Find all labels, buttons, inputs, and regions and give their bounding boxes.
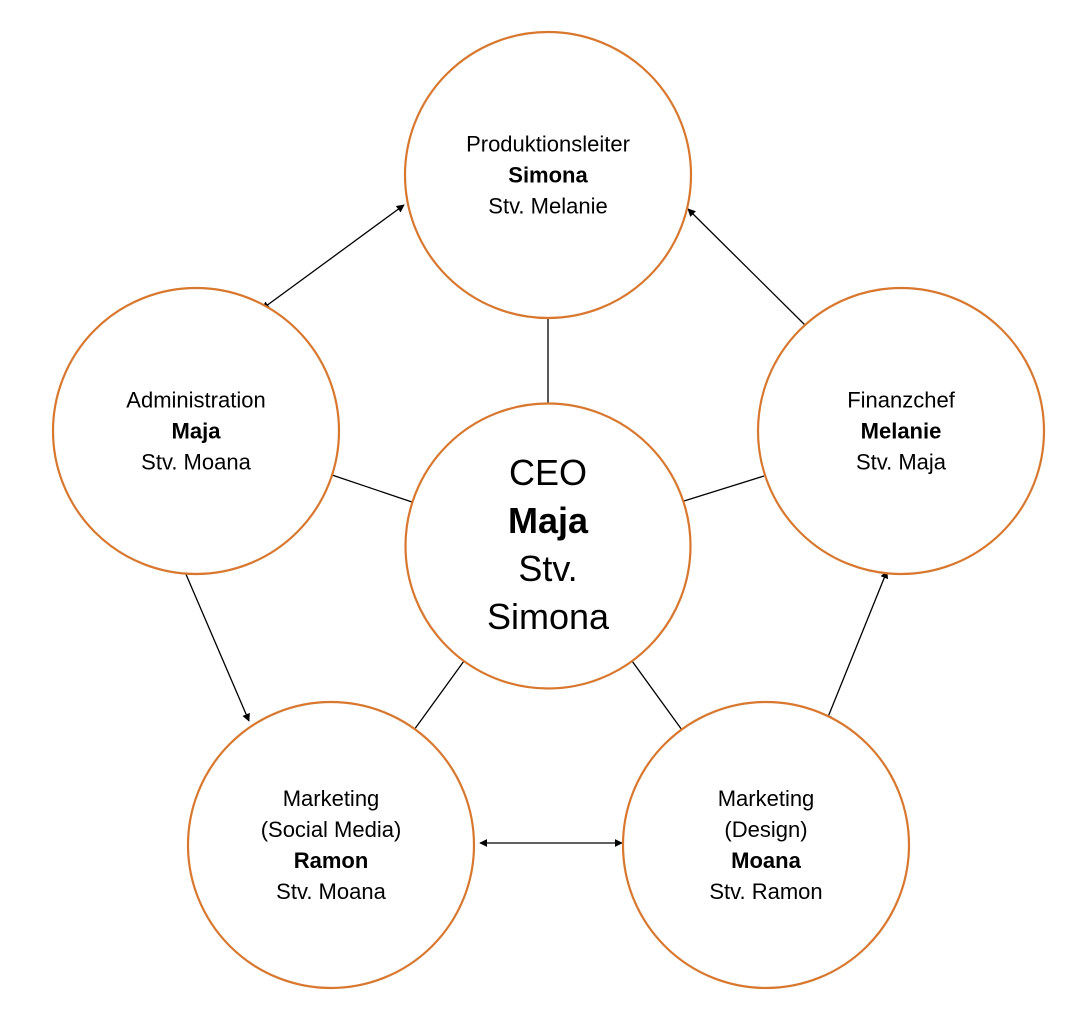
- node-name: Simona: [508, 162, 588, 188]
- node-name: Ramon: [293, 848, 369, 873]
- node-production: Produktionsleiter Simona Stv. Melanie: [466, 129, 630, 222]
- node-finance: Finanzchef Melanie Stv. Maja: [847, 385, 955, 478]
- node-circle-ceo: [404, 402, 692, 690]
- node-circle-marketing-design: [621, 700, 911, 990]
- arrow-finance-marketing-design: [824, 570, 889, 723]
- node-role: Marketing: [717, 786, 815, 811]
- arrow-administration-production: [261, 204, 405, 310]
- node-deputy: Stv. Melanie: [488, 193, 608, 219]
- node-role-sub: (Social Media): [260, 817, 402, 842]
- node-name: Moana: [731, 848, 801, 873]
- node-deputy: Stv. Maja: [855, 449, 947, 475]
- node-name: Maja: [171, 418, 221, 444]
- node-role: CEO: [508, 452, 587, 493]
- node-ceo: CEO Maja Stv. Simona: [487, 449, 609, 641]
- node-name: Melanie: [860, 418, 942, 444]
- node-name: Maja: [507, 500, 589, 541]
- node-role-sub: (Design): [724, 817, 808, 842]
- node-role: Finanzchef: [847, 387, 955, 413]
- node-role: Marketing: [282, 786, 380, 811]
- node-deputy: Stv. Moana: [276, 879, 386, 904]
- spoke-ceo-finance: [683, 475, 765, 502]
- node-circle-marketing-social: [186, 700, 476, 990]
- node-role: Produktionsleiter: [466, 131, 630, 157]
- node-marketing-design: Marketing (Design) Moana Stv. Ramon: [709, 783, 822, 907]
- node-deputy: Stv. Moana: [141, 449, 251, 475]
- node-circle-administration: [51, 286, 341, 576]
- arrow-production-finance: [687, 208, 811, 331]
- node-circle-finance: [756, 286, 1046, 576]
- spoke-ceo-marketing-design: [631, 660, 683, 731]
- node-circle-production: [403, 30, 693, 320]
- node-deputy-label: Stv.: [518, 548, 578, 589]
- node-marketing-social: Marketing (Social Media) Ramon Stv. Moan…: [261, 783, 402, 907]
- node-deputy: Stv. Ramon: [709, 879, 823, 904]
- spoke-ceo-administration: [331, 474, 413, 503]
- spoke-ceo-marketing-social: [413, 660, 465, 731]
- arrow-administration-marketing-social: [181, 564, 250, 722]
- node-deputy-name: Simona: [486, 596, 610, 637]
- node-administration: Administration Maja Stv. Moana: [126, 385, 265, 478]
- node-role: Administration: [126, 387, 266, 413]
